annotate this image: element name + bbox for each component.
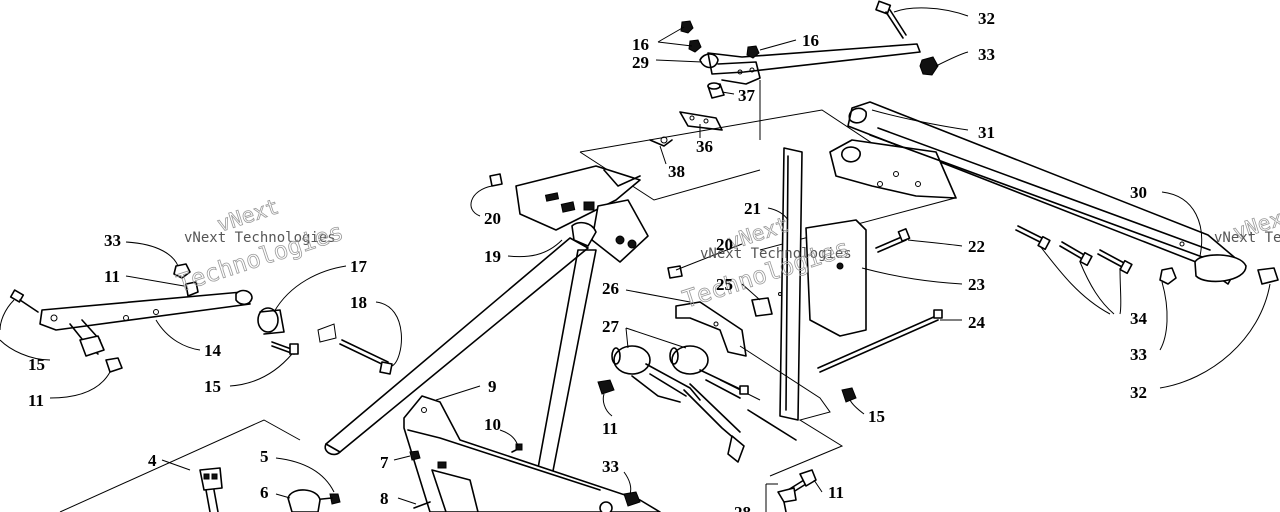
callout-18: 18 (350, 293, 367, 312)
callout-37: 37 (738, 86, 756, 105)
part-nut-33-top (919, 56, 939, 76)
callout-23: 23 (968, 275, 985, 294)
callout-15: 15 (868, 407, 885, 426)
callout-22: 22 (968, 237, 985, 256)
part-bolt-32-right (1257, 267, 1279, 285)
callout-10: 10 (484, 415, 501, 434)
part-bolt-5 (311, 493, 341, 505)
callout-29: 29 (632, 53, 649, 72)
part-nut-33-right (1159, 267, 1177, 285)
part-nut-15-mid (841, 387, 857, 403)
callout-15: 15 (28, 355, 45, 374)
callout-21: 21 (744, 199, 761, 218)
callout-5: 5 (260, 447, 269, 466)
part-bracket-26 (675, 301, 747, 357)
callout-9: 9 (488, 377, 497, 396)
part-left-arm-14 (39, 289, 253, 357)
part-bracket-36 (679, 111, 723, 131)
callout-15: 15 (204, 377, 221, 396)
part-spacer-25 (751, 292, 782, 317)
part-nut-7 (409, 450, 421, 461)
callout-33: 33 (104, 231, 121, 250)
callout-33: 33 (1130, 345, 1147, 364)
callout-7: 7 (380, 453, 389, 472)
part-nut-16 (680, 20, 760, 59)
part-bolt-18 (339, 339, 393, 375)
part-nut-11-mid (597, 379, 615, 395)
callout-34: 34 (1130, 309, 1148, 328)
part-solenoids-27 (611, 345, 797, 463)
callout-33: 33 (978, 45, 995, 64)
callout-30: 30 (1130, 183, 1147, 202)
callout-20: 20 (484, 209, 501, 228)
part-bolts-15-left (9, 289, 299, 355)
callout-28: 28 (734, 503, 751, 512)
callout-16: 16 (802, 31, 819, 50)
callout-17: 17 (350, 257, 368, 276)
part-plate-23 (805, 219, 867, 337)
part-bolt-32-top (875, 0, 907, 39)
callout-4: 4 (148, 451, 157, 470)
callout-36: 36 (696, 137, 713, 156)
callout-11: 11 (602, 419, 618, 438)
callout-24: 24 (968, 313, 986, 332)
part-bushing-6 (287, 489, 321, 512)
callout-33: 33 (602, 457, 619, 476)
part-bolt-22 (875, 228, 911, 253)
callout-16: 16 (632, 35, 649, 54)
callout-25: 25 (716, 275, 733, 294)
callout-27: 27 (602, 317, 620, 336)
callout-20: 20 (716, 235, 733, 254)
callout-6: 6 (260, 483, 269, 502)
callout-32: 32 (1130, 383, 1147, 402)
callout-31: 31 (978, 123, 995, 142)
part-post-21 (779, 147, 803, 421)
callout-19: 19 (484, 247, 501, 266)
callout-labels: 32 33 16 16 29 37 31 36 38 30 20 19 21 2… (28, 9, 1148, 512)
part-arm-31-30 (829, 101, 1247, 285)
part-bolts-34 (1015, 225, 1133, 275)
callout-8: 8 (380, 489, 389, 508)
part-upper-link-arm (699, 43, 921, 85)
callout-38: 38 (668, 162, 685, 181)
part-bushing-37 (707, 82, 725, 99)
part-pin-28 (765, 483, 797, 512)
watermark-text-mid-b: vNext Technologies (700, 246, 852, 262)
part-frame-bracket-19 (515, 165, 649, 263)
callout-32: 32 (978, 9, 995, 28)
part-bushing-17 (257, 307, 337, 343)
callout-11: 11 (828, 483, 844, 502)
part-panel-4 (59, 419, 301, 512)
callout-11: 11 (104, 267, 120, 286)
part-nuts-11-left (105, 263, 199, 373)
part-bracket-8 (413, 461, 479, 512)
watermark-text-right-b: vNext Te (1214, 230, 1280, 246)
part-bolt-10 (511, 443, 523, 453)
watermark-text-left-b: vNext Technologies (184, 230, 336, 246)
part-bolt-11-lower-right (787, 469, 817, 495)
callout-11: 11 (28, 391, 44, 410)
callout-26: 26 (602, 279, 619, 298)
callout-14: 14 (204, 341, 222, 360)
part-rod-24 (817, 309, 943, 373)
leader-lines (0, 7, 1271, 505)
